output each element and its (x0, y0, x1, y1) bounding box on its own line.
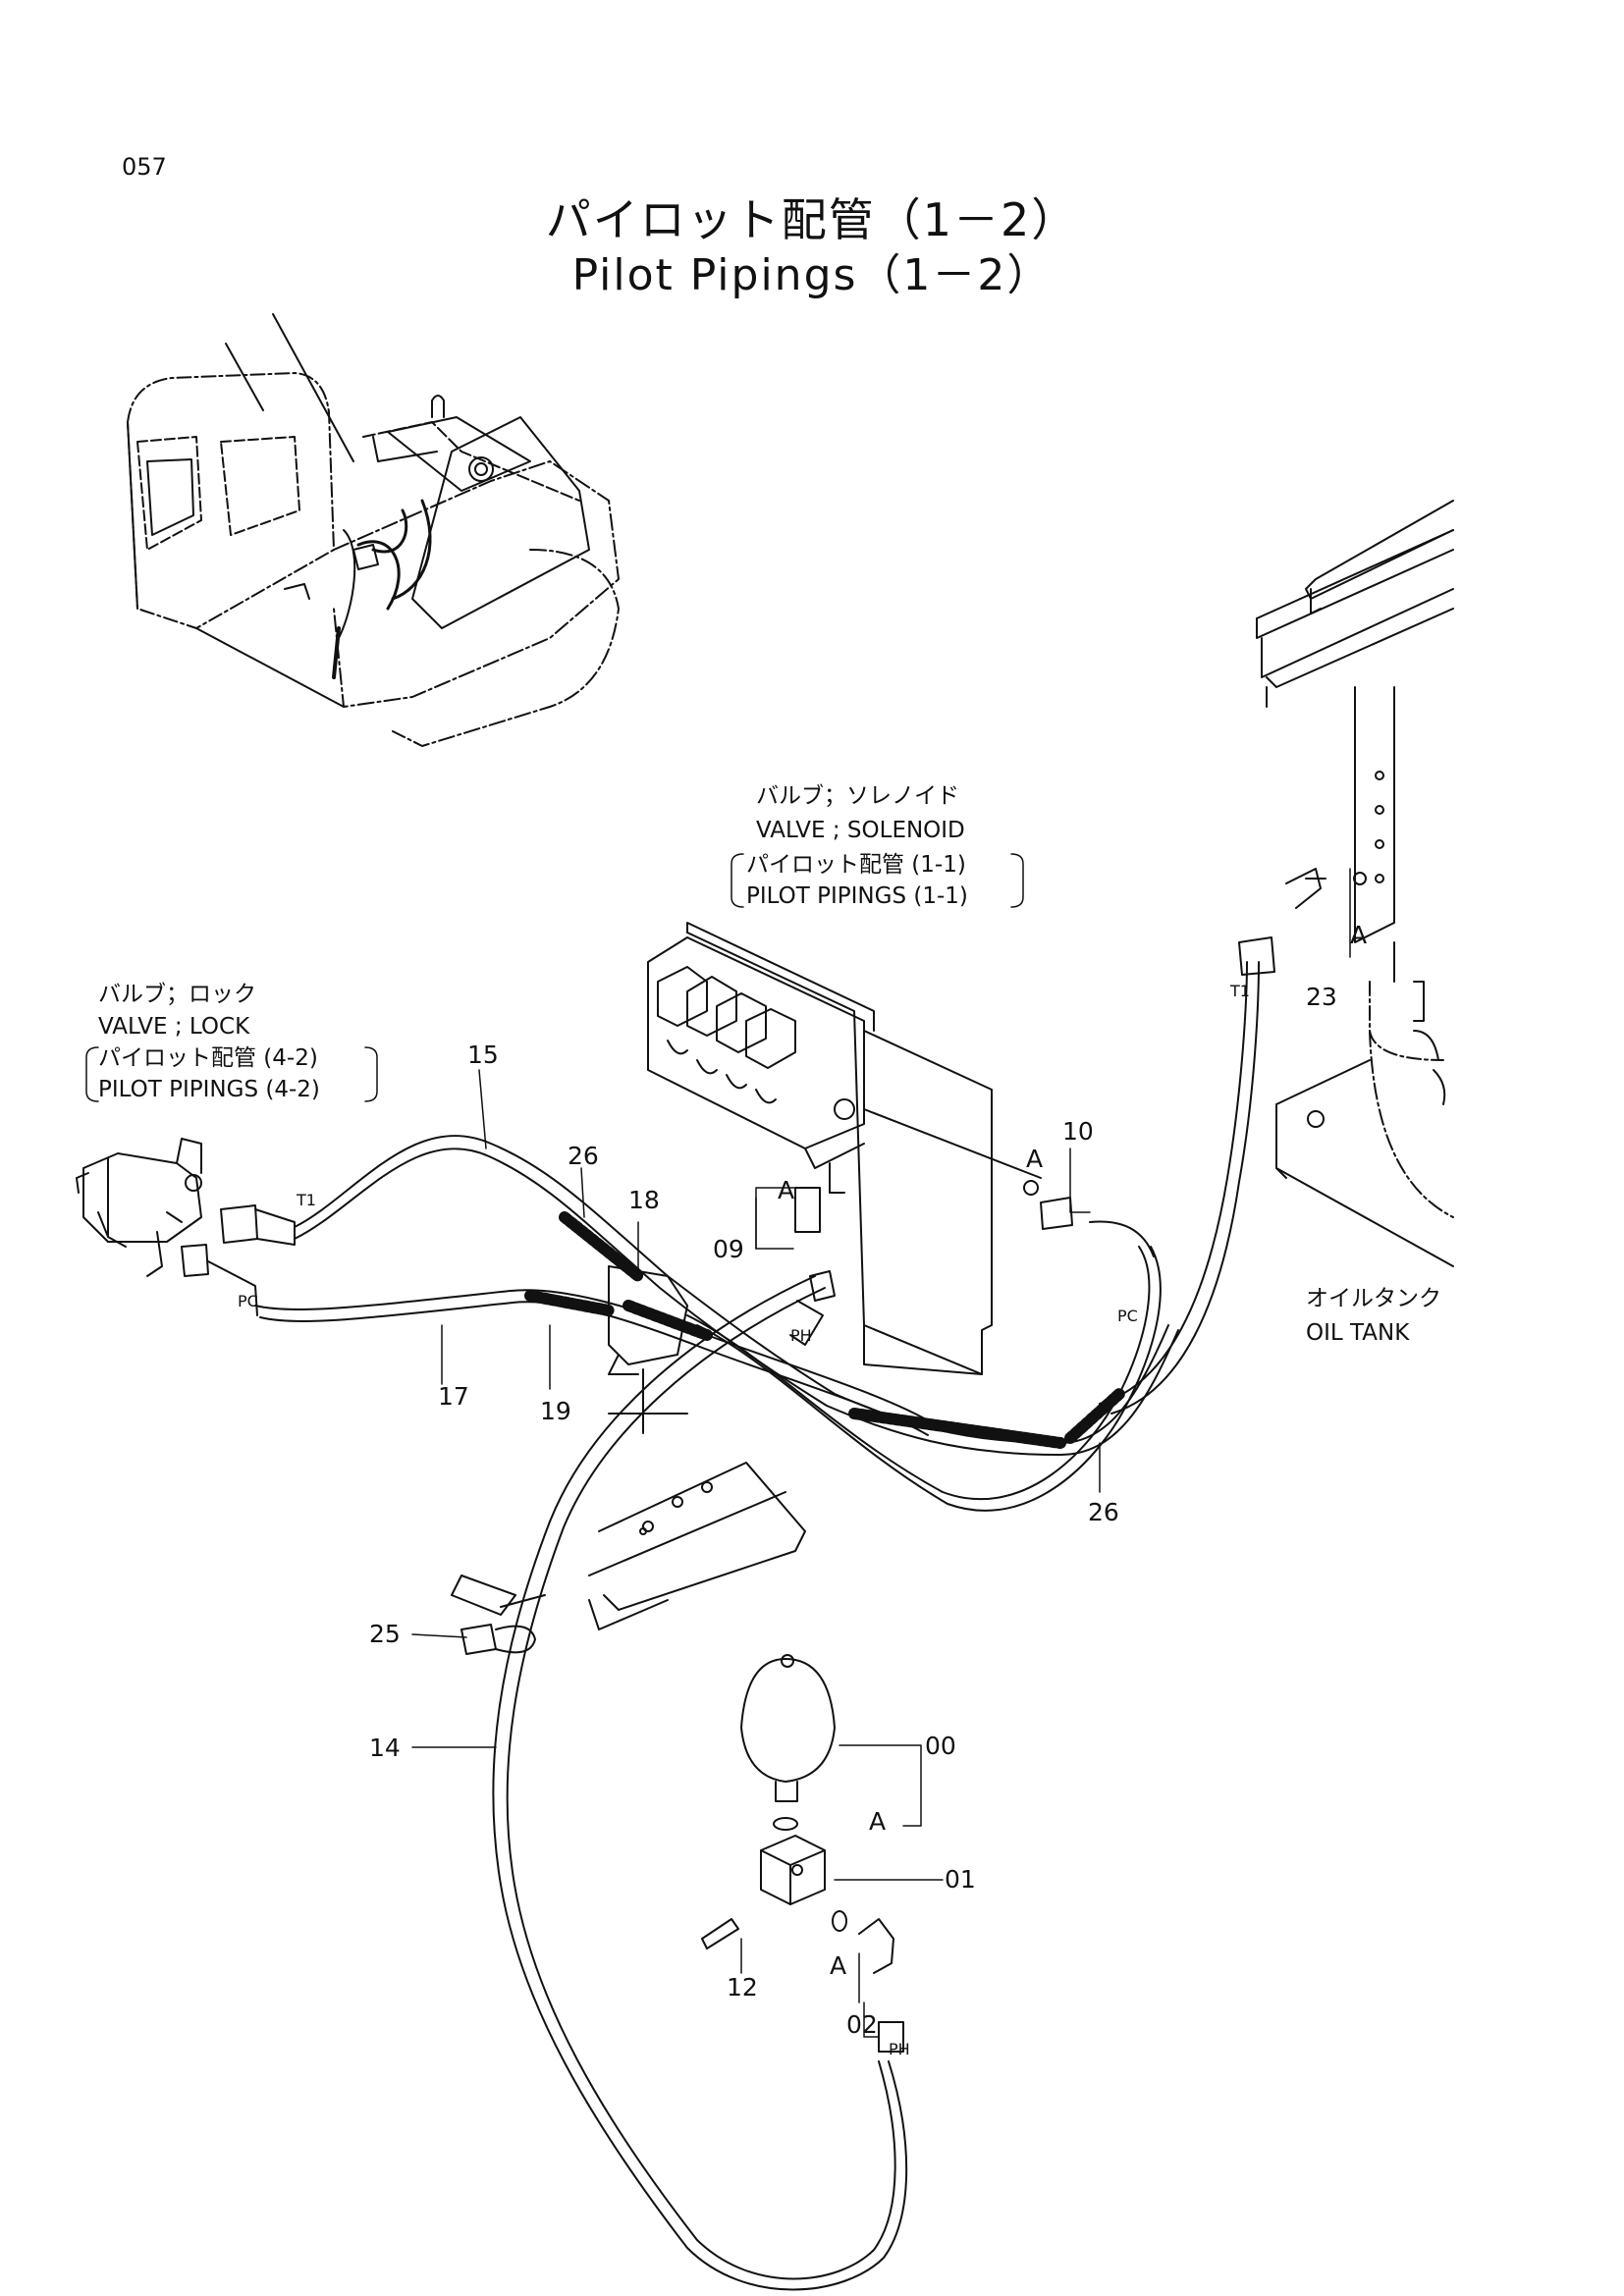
callout-19: 19 (540, 1397, 571, 1425)
callout-26-lower: 26 (1088, 1498, 1119, 1526)
lock-valve-drawing (77, 1139, 201, 1276)
oil-tank-label-jp: オイルタンク (1306, 1286, 1441, 1311)
oil-tank-label-en: OIL TANK (1306, 1320, 1410, 1346)
accumulator-drawing (702, 1655, 903, 2052)
lock-ref-en: PILOT PIPINGS (4-2) (98, 1077, 320, 1102)
solenoid-ref-en: PILOT PIPINGS (1-1) (746, 883, 968, 909)
callout-09: 09 (713, 1235, 744, 1263)
port-tag-t1-right: T1 (1230, 982, 1250, 1000)
lock-valve-label-en: VALVE ; LOCK (98, 1014, 250, 1040)
excavator-overview-drawing (128, 314, 619, 746)
callout-12: 12 (727, 1973, 758, 2002)
mark-a-02: A (830, 1951, 847, 1980)
callout-25: 25 (369, 1620, 401, 1648)
title-english: Pilot Pipings（1－2） (571, 250, 1053, 300)
callout-02: 02 (846, 2010, 878, 2039)
clamp-18-drawing (609, 1266, 687, 1433)
note-brackets (86, 854, 1023, 1101)
callout-14: 14 (369, 1734, 401, 1762)
callout-26-upper: 26 (568, 1142, 599, 1170)
lock-ref-jp: パイロット配管 (4-2) (98, 1045, 318, 1071)
callout-15: 15 (467, 1041, 499, 1069)
port-tag-t1-left: T1 (297, 1191, 316, 1209)
callout-17: 17 (438, 1382, 469, 1411)
clamp-25-drawing (461, 1625, 535, 1654)
hose-runs (255, 962, 1259, 2290)
oil-tank-frame (1257, 501, 1453, 1266)
fittings (182, 869, 1366, 1615)
callout-01: 01 (945, 1865, 976, 1894)
hose-guards (530, 1217, 1119, 1443)
mark-a-23: A (1350, 921, 1368, 949)
page-number: 057 (122, 153, 167, 181)
port-tag-pc-right: PC (1117, 1307, 1138, 1325)
leader-lines (412, 869, 1350, 2037)
mark-a-00: A (869, 1807, 887, 1836)
port-tag-pc-left: PC (238, 1292, 258, 1310)
mark-a-09: A (778, 1176, 795, 1204)
solenoid-valve-drawing (648, 923, 1041, 1374)
port-tag-ph-bottom: PH (889, 2040, 910, 2058)
callout-23: 23 (1306, 983, 1337, 1011)
callout-10: 10 (1062, 1117, 1094, 1146)
port-tag-ph-middle: PH (790, 1326, 812, 1345)
solenoid-ref-jp: パイロット配管 (1-1) (746, 852, 966, 878)
solenoid-valve-label-en: VALVE ; SOLENOID (756, 818, 965, 843)
lock-valve-label-jp: バルブ；ロック (98, 982, 256, 1007)
floor-bracket-drawing (589, 1463, 805, 1629)
mark-a-10: A (1026, 1145, 1044, 1173)
callout-00: 00 (925, 1732, 956, 1760)
title-japanese: パイロット配管（1－2） (545, 193, 1079, 246)
callout-18: 18 (628, 1186, 660, 1214)
solenoid-valve-label-jp: バルブ；ソレノイド (756, 783, 959, 809)
